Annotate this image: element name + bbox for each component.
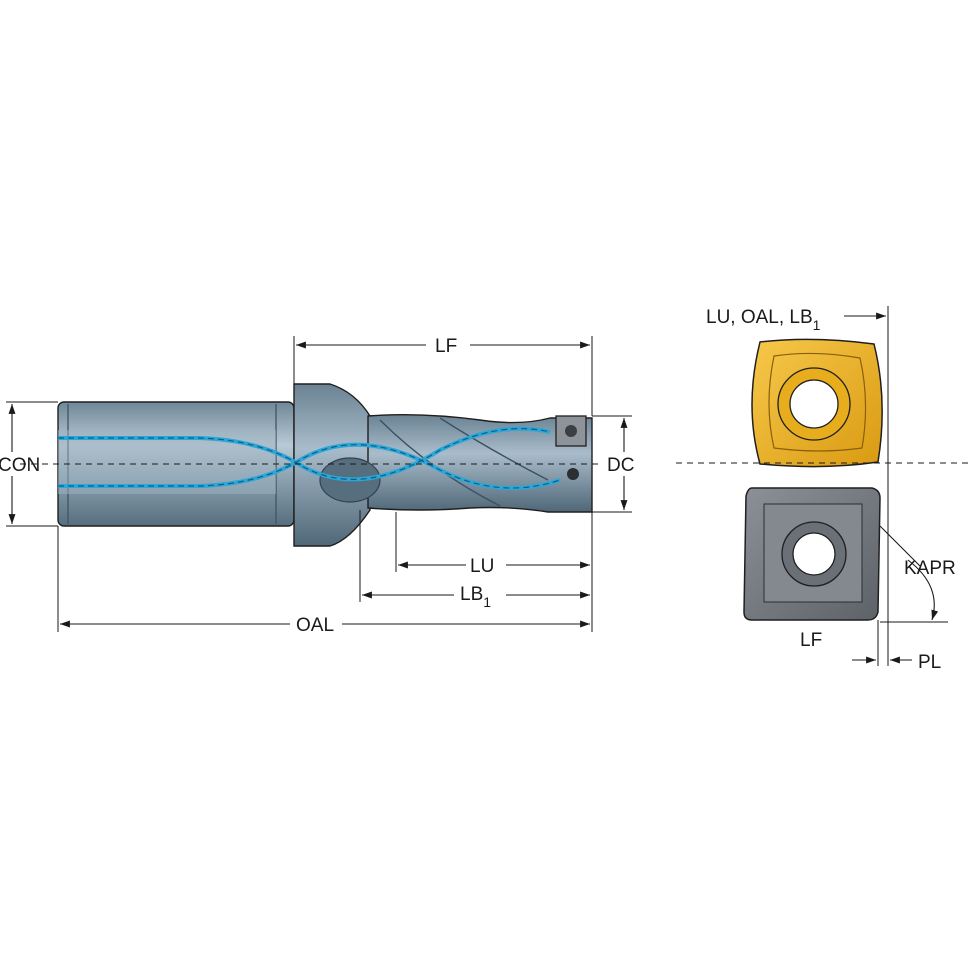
dimension-insert-header: LU, OAL, LB1 xyxy=(706,307,886,333)
flute-edge xyxy=(439,417,549,481)
dimension-dc: DC xyxy=(592,415,634,513)
label-lu: LU xyxy=(470,556,494,577)
insert-bottom-gray xyxy=(743,487,881,621)
dimension-kapr: KAPR xyxy=(879,525,956,623)
label-dc: DC xyxy=(607,455,634,476)
tip-center-screw xyxy=(567,468,579,480)
dimension-oal: OAL xyxy=(57,526,590,636)
insert-top-gold xyxy=(751,338,883,468)
label-lb1: LB1 xyxy=(460,584,491,610)
dimension-pl: PL xyxy=(890,652,941,673)
coolant-channel-dash xyxy=(58,427,551,480)
insert-gold-face xyxy=(768,352,867,452)
label-insert-header: LU, OAL, LB1 xyxy=(706,307,821,333)
label-oal: OAL xyxy=(296,615,334,636)
label-pl: PL xyxy=(918,652,941,673)
label-con: CON xyxy=(0,455,40,476)
dimension-lf: LF xyxy=(293,336,593,416)
dimension-con: CON xyxy=(0,401,58,527)
insert-gray-hole xyxy=(792,532,836,576)
dimension-lu: LU xyxy=(395,512,593,632)
drill-tool xyxy=(57,383,593,547)
coolant-channel-dash xyxy=(58,444,561,489)
label-lf: LF xyxy=(435,336,457,357)
insert-gold-hole xyxy=(789,379,839,429)
label-kapr: KAPR xyxy=(904,558,956,579)
dimension-insert-lf: LF xyxy=(800,630,876,664)
label-insert-lf: LF xyxy=(800,630,822,651)
tip-insert-screw xyxy=(565,425,577,437)
dimension-lb1: LB1 xyxy=(359,510,590,610)
